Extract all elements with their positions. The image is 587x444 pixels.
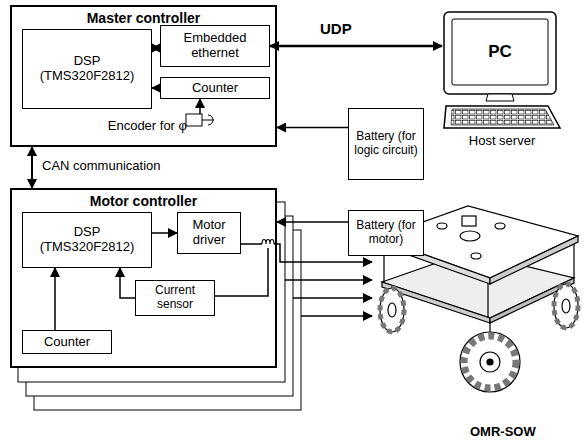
- dsp-box: DSP (TMS320F2812): [22, 212, 152, 268]
- figure-label: OMR-SOW: [470, 424, 536, 439]
- box-label: Battery (for logic circuit): [353, 130, 419, 158]
- controller-board: Master controllerDSP (TMS320F2812) Embedd…: [10, 5, 277, 147]
- battery-box: Battery (for motor): [348, 210, 424, 256]
- box-label: Battery (for motor): [353, 219, 419, 247]
- board-title: Master controller: [12, 10, 275, 26]
- edge-label: CAN communication: [40, 158, 163, 173]
- box-label: Counter: [192, 81, 238, 96]
- pc-caption: Host server: [432, 133, 572, 148]
- encoder-label: Encoder for φ: [108, 118, 187, 133]
- controller-board: Motor controllerDSP (TMS320F2812) Motor d…: [10, 188, 277, 368]
- connector: [199, 99, 201, 114]
- connector: [152, 87, 160, 89]
- board-title: Motor controller: [12, 193, 275, 209]
- battery-box: Battery (for logic circuit): [348, 108, 424, 180]
- connector: [152, 47, 160, 49]
- box-label: Motor driver: [182, 218, 236, 248]
- ethernet-box: Embedded ethernet: [160, 25, 270, 67]
- box-label: Embedded ethernet: [167, 31, 263, 61]
- connector: [54, 268, 56, 330]
- connector: [270, 45, 442, 48]
- sensor-box: Current sensor: [135, 280, 215, 316]
- box-label: Current sensor: [140, 284, 210, 312]
- connector: [31, 147, 33, 188]
- edge-label: UDP: [318, 20, 354, 37]
- connector: [277, 221, 348, 223]
- host-pc: PCHost server: [442, 10, 562, 132]
- pc-illustration: [444, 12, 560, 128]
- counter-box: Counter: [160, 77, 270, 99]
- connector: [152, 232, 177, 234]
- encoder-icon: [186, 114, 214, 126]
- box-label: DSP (TMS320F2812): [37, 225, 137, 255]
- counter-box: Counter: [22, 330, 112, 354]
- connector: [277, 127, 348, 129]
- connector: [120, 268, 135, 298]
- driver-box: Motor driver: [177, 212, 241, 254]
- encoder: Encoder for φ: [47, 114, 227, 136]
- box-label: DSP (TMS320F2812): [37, 54, 137, 84]
- box-label: Counter: [44, 335, 90, 350]
- dsp-box: DSP (TMS320F2812): [22, 29, 152, 109]
- screen-label: PC: [452, 42, 548, 62]
- controller-stack: [10, 188, 301, 410]
